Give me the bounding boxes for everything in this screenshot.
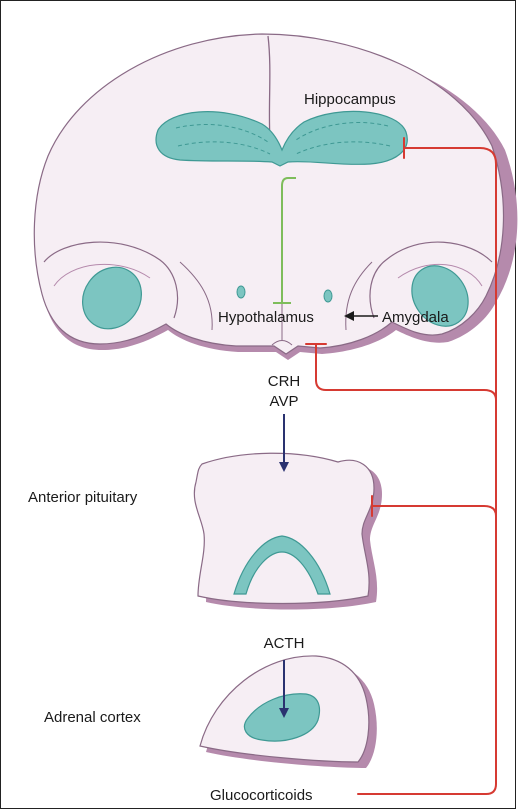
anterior-pituitary-shape [194,453,382,609]
adrenal-cortex-label: Adrenal cortex [44,709,141,726]
crh-label: CRH [268,373,301,390]
left-nucleus-dot [237,286,245,298]
adrenal-cortex-shape [200,656,377,768]
acth-label: ACTH [264,635,305,652]
avp-label: AVP [270,393,299,410]
anterior-pituitary-label: Anterior pituitary [28,489,138,506]
glucocorticoids-label: Glucocorticoids [210,787,313,804]
amygdala-label: Amygdala [382,309,449,326]
hypothalamus-label: Hypothalamus [218,309,314,326]
right-nucleus-dot [324,290,332,302]
hippocampus-label: Hippocampus [304,91,396,108]
